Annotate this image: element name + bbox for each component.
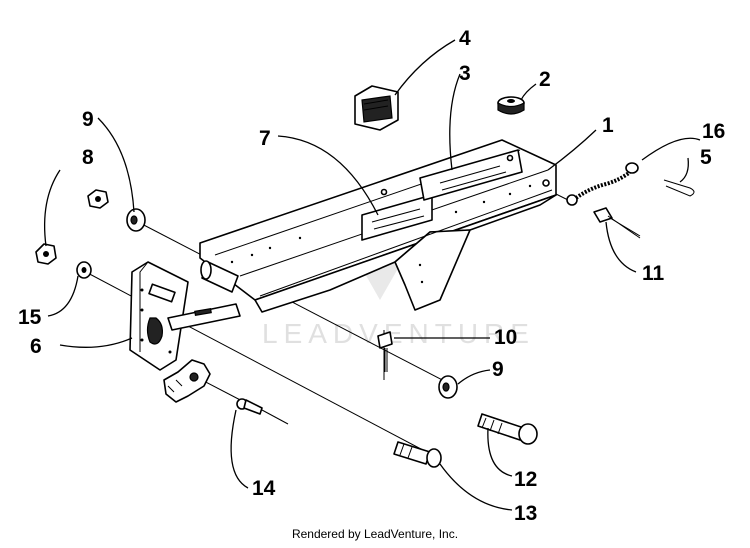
mounting-bracket <box>199 139 557 313</box>
watermark-text: LEADVENTURE <box>262 318 535 349</box>
callout-12: 12 <box>514 468 537 491</box>
footer-credit: Rendered by LeadVenture, Inc. <box>291 527 459 541</box>
callout-10: 10 <box>494 326 517 349</box>
cable-fitting <box>593 207 641 239</box>
callout-5: 5 <box>700 146 712 169</box>
callout-9-upper: 9 <box>82 108 94 131</box>
leader-lines <box>43 39 701 511</box>
rivet-pin <box>236 398 263 415</box>
callout-9-lower: 9 <box>492 358 504 381</box>
callout-16: 16 <box>702 120 725 143</box>
spacer-tube <box>200 260 239 293</box>
lock-nut-lower <box>35 243 57 265</box>
cotter-pin <box>663 179 695 197</box>
grommet <box>497 96 525 115</box>
callout-4: 4 <box>459 27 471 50</box>
lock-nut-upper <box>87 189 109 209</box>
cable <box>566 162 639 206</box>
callout-2: 2 <box>539 68 551 91</box>
callout-labels: 1 2 3 4 5 6 7 8 9 9 10 11 12 13 14 15 16 <box>18 27 725 525</box>
callout-7: 7 <box>259 127 271 150</box>
callout-14: 14 <box>252 477 276 500</box>
bushing-lower <box>438 375 458 399</box>
callout-13: 13 <box>514 502 537 525</box>
callout-3: 3 <box>459 62 471 85</box>
pivot-lever <box>163 359 211 403</box>
side-plate <box>129 261 241 371</box>
bushing-upper <box>126 208 146 232</box>
callout-1: 1 <box>602 114 614 137</box>
bolt-short <box>393 441 442 468</box>
callout-11: 11 <box>642 262 665 285</box>
stud <box>377 331 393 372</box>
callout-15: 15 <box>18 306 42 329</box>
bolt-long <box>477 413 538 445</box>
callout-8: 8 <box>82 146 94 169</box>
callout-6: 6 <box>30 335 42 358</box>
clip <box>354 85 399 131</box>
washer <box>76 261 92 279</box>
